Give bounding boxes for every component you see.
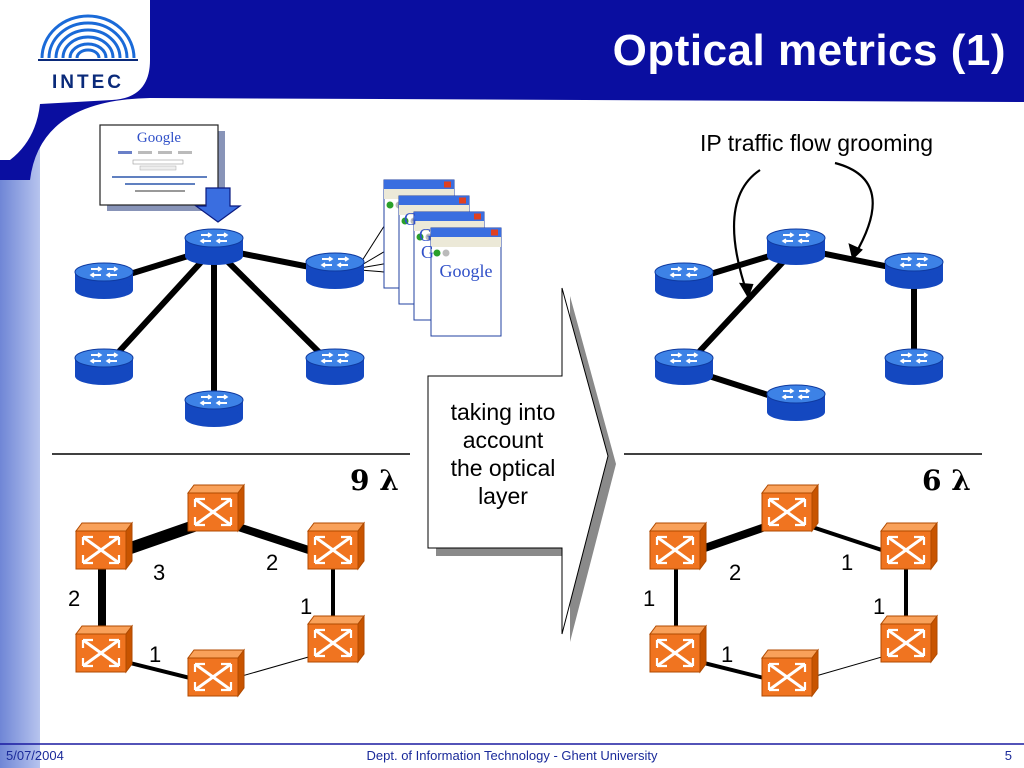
left-optical-switches (74, 483, 366, 698)
left-link-label: 1 (149, 642, 162, 667)
right-ip-links (681, 245, 917, 407)
left-link-label: 2 (266, 550, 279, 575)
right-wavelength-count: 6 λ (922, 464, 971, 497)
right-link-label: 1 (873, 594, 886, 619)
left-routers (74, 228, 365, 428)
arrow-label-line: account (462, 427, 544, 453)
google-page-screenshot: Google (99, 124, 225, 211)
left-link-label: 3 (153, 560, 166, 585)
browser-google-logo: Google (440, 261, 493, 281)
lambda-symbol: λ (951, 464, 971, 497)
footer-page-number: 5 (1004, 748, 1012, 763)
left-link-label: 2 (68, 586, 81, 611)
arrow-label-line: taking into (450, 399, 556, 425)
grooming-arrows (733, 161, 874, 299)
svg-text:G: G (419, 225, 432, 245)
left-wavelength-count: 9 λ (350, 464, 399, 497)
transition-arrow (427, 287, 616, 642)
footer-date: 5/07/2004 (6, 748, 64, 763)
arrow-label-line: layer (478, 483, 528, 509)
arrow-label-line: the optical (450, 455, 556, 481)
arrow-label: taking into account the optical layer (428, 398, 578, 510)
right-link-label: 1 (841, 550, 854, 575)
svg-text:G: G (421, 242, 434, 262)
left-ip-links (101, 245, 338, 410)
footer-department: Dept. of Information Technology - Ghent … (366, 748, 658, 763)
logo-arcs (38, 14, 138, 61)
right-link-label: 1 (643, 586, 656, 611)
google-page-logo: Google (137, 130, 182, 146)
slide-title: Optical metrics (1) (612, 26, 1006, 75)
svg-text:G: G (404, 209, 417, 229)
lambda-symbol: λ (379, 464, 399, 497)
grooming-caption: IP traffic flow grooming (700, 130, 934, 156)
right-optical-switches (648, 483, 939, 698)
intec-logo-text: INTEC (52, 72, 124, 93)
right-routers (654, 228, 944, 422)
download-arrow (194, 187, 242, 223)
left-link-label: 1 (300, 594, 313, 619)
right-link-label: 1 (721, 642, 734, 667)
browser-windows: Google G G G (383, 179, 502, 337)
right-link-label: 2 (729, 560, 742, 585)
